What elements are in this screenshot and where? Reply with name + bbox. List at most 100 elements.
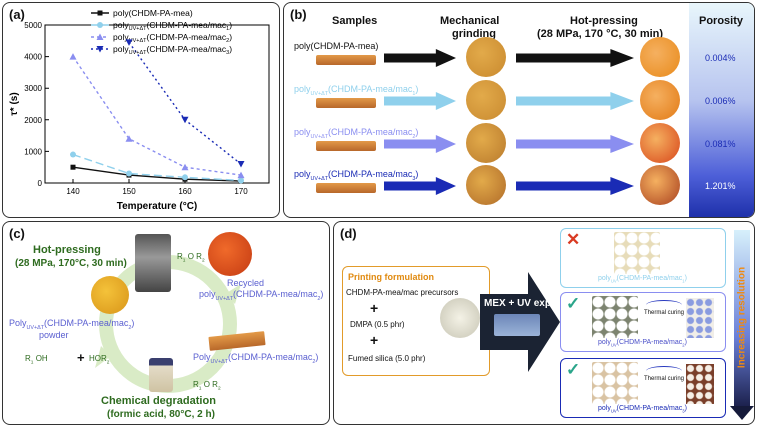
powder-idx: 2 xyxy=(128,324,132,331)
legend-marker-4 xyxy=(96,46,104,53)
sample-name-tail: (CHDM-PA-mea/mac xyxy=(328,84,413,94)
legend-label-1: poly(CHDM-PA-mea) xyxy=(113,8,193,18)
recycled-sub: UV+ΔT xyxy=(215,295,234,302)
series-4-point-1 xyxy=(125,39,133,46)
series-3-point-3 xyxy=(181,163,189,171)
printed-lattice-image-2 xyxy=(592,296,638,338)
film-main: Poly xyxy=(193,352,211,362)
sample-bar-image-3 xyxy=(316,141,376,151)
ester-o: O xyxy=(187,252,194,261)
grinding-arrow-1 xyxy=(384,49,456,67)
result-main: poly xyxy=(598,339,611,346)
sample-name-sub: UV+ΔT xyxy=(310,133,329,140)
series-4-point-2 xyxy=(181,116,189,124)
film-sub: UV+ΔT xyxy=(210,358,229,365)
result-sub: UV xyxy=(610,342,617,348)
powder-tail: (CHDM-PA-mea/mac xyxy=(44,318,129,328)
hot-pressing-arrow-4 xyxy=(516,177,634,195)
result-end: ) xyxy=(684,405,687,412)
powder-word: powder xyxy=(39,330,69,340)
panel-c: (c) Hot-pressing (28 MPa, 170°C, 30 min)… xyxy=(2,221,330,425)
y-tick-label-5: 5000 xyxy=(24,21,42,30)
sample-name-idx: 3 xyxy=(412,175,416,182)
sample-name-main: poly xyxy=(294,127,311,137)
sample-bar-image-2 xyxy=(316,98,376,108)
legend-text-part: 3 xyxy=(226,50,229,56)
thermal-curing-arrow-1 xyxy=(646,300,682,310)
hot-pressing-conditions: (28 MPa, 170°C, 30 min) xyxy=(15,258,127,269)
sample-name-main: poly(CHDM-PA-mea) xyxy=(294,41,379,51)
col-hot-header-1: Hot-pressing xyxy=(570,15,638,27)
col-hot-header-2: (28 MPa, 170 °C, 30 min) xyxy=(537,28,664,40)
acid-r1-index: 1 xyxy=(30,360,34,366)
ester-b-o: O xyxy=(203,380,210,389)
series-line-3 xyxy=(72,56,242,176)
ester-r1: R xyxy=(177,252,183,261)
pressed-disc-4 xyxy=(640,165,680,205)
alcohol-r2: R xyxy=(101,354,107,363)
result-idx: 1 xyxy=(682,278,685,284)
powder-end: ) xyxy=(131,318,135,328)
x-tick-label-1: 150 xyxy=(122,187,136,196)
col-samples-header: Samples xyxy=(332,15,378,27)
legend-text-part: poly(CHDM-PA-mea) xyxy=(113,8,193,18)
porosity-column xyxy=(689,3,754,217)
legend-label-4: polyUV+ΔT(CHDM-PA-mea/mac3) xyxy=(113,44,232,56)
thermal-curing-arrow-2 xyxy=(646,366,682,376)
ground-powder-disc-2 xyxy=(466,80,506,120)
alcohol-r2-index: 2 xyxy=(106,360,110,366)
series-1-point-1 xyxy=(70,164,76,170)
ground-powder-disc-3 xyxy=(466,123,506,163)
check-mark-icon: ✓ xyxy=(566,294,581,313)
sample-name-3: polyUV+ΔT(CHDM-PA-mea/mac2) xyxy=(294,127,418,140)
recycled-disc-image xyxy=(208,232,252,276)
y-tick-label-4: 4000 xyxy=(24,53,42,62)
hot-pressing-arrow-3 xyxy=(516,135,634,153)
sample-name-4: polyUV+ΔT(CHDM-PA-mea/mac3) xyxy=(294,169,418,182)
printed-lattice-image-3 xyxy=(592,362,638,404)
legend-text-part: UV+ΔT xyxy=(129,38,148,44)
series-3-point-2 xyxy=(125,135,133,142)
thermal-curing-label-2: Thermal curing xyxy=(644,376,685,382)
legend-text-part: 2 xyxy=(226,38,229,44)
legend-label-3: polyUV+ΔT(CHDM-PA-mea/mac2) xyxy=(113,32,232,44)
ester-b-r1-index: 1 xyxy=(198,386,202,392)
pressed-disc-3 xyxy=(640,123,680,163)
ester-b-r2: R xyxy=(212,380,218,389)
panel-d: (d) Printing formulation CHDM-PA-mea/mac… xyxy=(333,221,755,425)
hot-pressing-title: Hot-pressing xyxy=(33,244,101,256)
ester-structure-bottom: R1 O R2 xyxy=(193,380,221,392)
cured-lattice-image-1 xyxy=(686,298,714,338)
hot-press-machine-image xyxy=(135,234,171,292)
legend-text-part: poly xyxy=(113,32,129,42)
result-label-1: polyUV(CHDM-PA-mea/mac1) xyxy=(598,275,687,283)
result-sub: UV xyxy=(610,278,617,284)
sample-name-idx: 2 xyxy=(412,133,416,140)
pressed-disc-2 xyxy=(640,80,680,120)
formulation-dmpa: DMPA (0.5 phr) xyxy=(350,320,405,329)
result-label-2: polyUV(CHDM-PA-mea/mac2) xyxy=(598,339,687,347)
legend-marker-3 xyxy=(96,33,104,40)
result-end: ) xyxy=(684,339,687,346)
series-3-point-1 xyxy=(69,53,77,60)
y-tick-label-3: 3000 xyxy=(24,84,42,93)
film-label: PolyUV+ΔT(CHDM-PA-mea/mac2) xyxy=(193,352,318,365)
legend-text-part: 1 xyxy=(226,26,229,32)
sample-bar-image-4 xyxy=(316,183,376,193)
series-4-point-3 xyxy=(237,161,245,168)
grinding-arrow-2 xyxy=(384,92,456,110)
grinding-arrow-4 xyxy=(384,177,456,195)
legend-text-end: ) xyxy=(229,20,232,30)
sample-name-end: ) xyxy=(415,169,419,179)
check-mark-icon: ✓ xyxy=(566,360,581,379)
formulation-silica: Fumed silica (5.0 phr) xyxy=(348,354,426,363)
x-tick-label-0: 140 xyxy=(66,187,80,196)
ester-r1-index: 1 xyxy=(182,258,186,264)
panel-c-label: (c) xyxy=(9,226,25,241)
series-line-2 xyxy=(72,153,242,182)
col-grinding-header-1: Mechanical xyxy=(440,15,500,27)
alcohol-ho: HO xyxy=(89,354,101,363)
grinding-arrow-3 xyxy=(384,135,456,153)
legend-text-part: poly xyxy=(113,44,129,54)
recycled-label-2: polyUV+ΔT(CHDM-PA-mea/mac2) xyxy=(199,289,323,302)
